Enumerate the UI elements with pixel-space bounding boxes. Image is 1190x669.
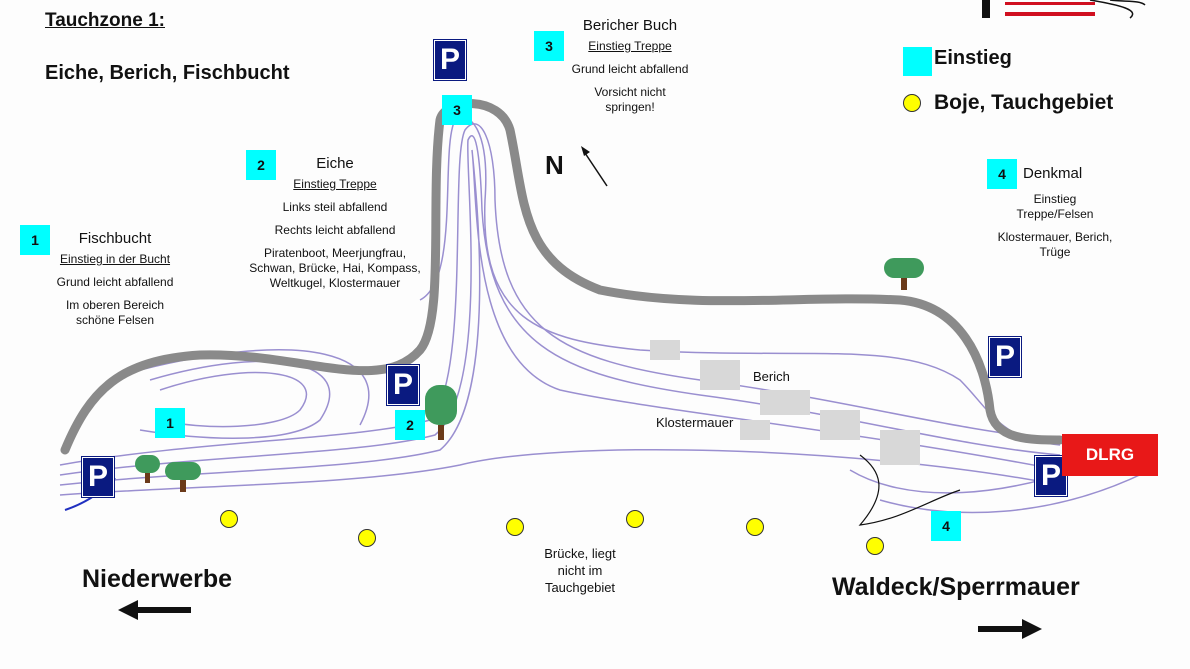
entry-marker-3-map[interactable]: 3 — [442, 95, 472, 125]
klostermauer-label: Klostermauer — [656, 415, 734, 430]
site-info-eiche: Eiche Einstieg Treppe Links steil abfall… — [235, 156, 435, 291]
buoy-marker[interactable] — [746, 518, 764, 536]
entry-marker-3[interactable]: 3 — [534, 31, 564, 61]
arrow-right-icon — [978, 619, 1042, 639]
dlrg-logo-icon — [982, 0, 1146, 19]
parking-icon: P — [386, 364, 420, 406]
direction-right-label: Waldeck/Sperrmauer — [832, 573, 1080, 601]
site-note: Im oberen Bereich schöne Felsen — [65, 298, 165, 327]
buoy-marker[interactable] — [626, 510, 644, 528]
village-buildings — [650, 340, 920, 465]
entry-marker-4-map[interactable]: 4 — [931, 511, 961, 541]
entry-marker-1[interactable]: 1 — [20, 225, 50, 255]
site-note: Links steil abfallend — [282, 200, 388, 214]
north-arrow-icon — [582, 149, 608, 187]
site-note: Rechts leicht abfallend — [274, 223, 396, 237]
buoy-marker[interactable] — [220, 510, 238, 528]
tree-icon — [135, 455, 175, 485]
site-entry: Einstieg Treppe — [293, 177, 377, 191]
entry-marker-2-map[interactable]: 2 — [395, 410, 425, 440]
shore-road — [60, 99, 1065, 455]
site-name: Bericher Buch — [582, 17, 678, 34]
entry-marker-1-map[interactable]: 1 — [155, 408, 185, 438]
site-entry: Einstieg Treppe — [588, 39, 672, 53]
buoy-legend-label: Boje, Tauchgebiet — [934, 91, 1114, 114]
buoy-legend-icon — [903, 94, 921, 112]
entry-legend-icon — [903, 47, 932, 76]
north-label: N — [545, 150, 564, 180]
site-note: Piratenboot, Meerjungfrau, Schwan, Brück… — [249, 246, 421, 290]
parking-icon: P — [81, 456, 115, 498]
map-title: Tauchzone 1: — [45, 10, 165, 31]
site-name: Eiche — [316, 155, 354, 172]
site-note: Grund leicht abfallend — [571, 62, 689, 76]
direction-left-label: Niederwerbe — [82, 565, 233, 593]
entry-marker-2[interactable]: 2 — [246, 150, 276, 180]
site-name: Denkmal — [1023, 165, 1083, 182]
berich-label: Berich — [753, 369, 790, 384]
site-info-fischbucht: Fischbucht Einstieg in der Bucht Grund l… — [45, 231, 185, 328]
site-info-bericher-buch: Bericher Buch Einstieg Treppe Grund leic… — [555, 18, 705, 115]
parking-icon: P — [1034, 455, 1068, 497]
map-subtitle: Eiche, Berich, Fischbucht — [45, 62, 290, 84]
buoy-marker[interactable] — [866, 537, 884, 555]
site-note: Klostermauer, Berich, Trüge — [997, 230, 1113, 259]
tree-icon — [165, 462, 205, 492]
path-line — [858, 454, 961, 526]
entry-marker-4[interactable]: 4 — [987, 159, 1017, 189]
buoy-marker[interactable] — [506, 518, 524, 536]
site-name: Fischbucht — [78, 230, 152, 247]
site-note: Vorsicht nicht springen! — [594, 85, 666, 114]
site-info-denkmal: Einstieg Treppe/Felsen Klostermauer, Ber… — [985, 192, 1125, 260]
arrow-left-icon — [118, 600, 191, 620]
site-note: Grund leicht abfallend — [56, 275, 174, 289]
entry-legend-label: Einstieg — [934, 47, 1012, 69]
parking-icon: P — [988, 336, 1022, 378]
buoy-marker[interactable] — [358, 529, 376, 547]
parking-icon: P — [433, 39, 467, 81]
site-entry: Einstieg Treppe/Felsen — [1016, 192, 1094, 221]
tree-icon — [425, 385, 460, 445]
bridge-note: Brücke, liegt nicht im Tauchgebiet — [544, 546, 616, 595]
site-entry: Einstieg in der Bucht — [59, 252, 171, 266]
tree-icon — [884, 258, 924, 290]
dlrg-station-label: DLRG — [1062, 434, 1158, 476]
